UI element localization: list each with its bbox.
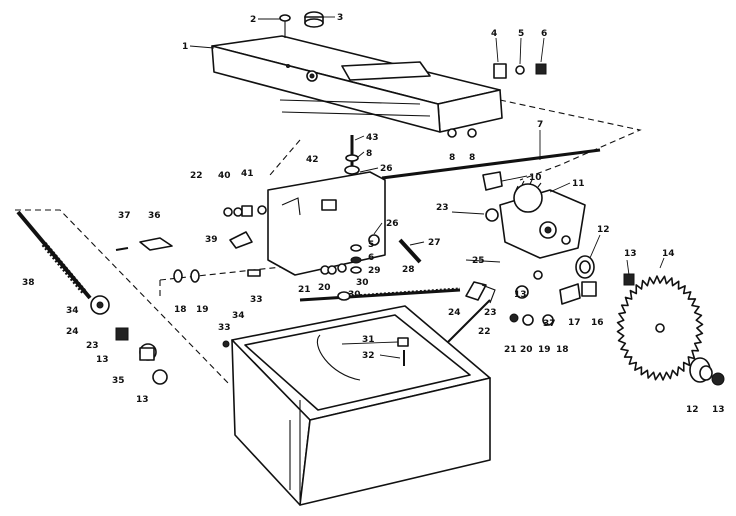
callout-36: 36 xyxy=(148,211,161,221)
mid-washers xyxy=(320,263,347,275)
screw xyxy=(115,247,129,251)
callout-37: 37 xyxy=(543,319,556,329)
handwheel-shaft xyxy=(16,210,157,361)
mount-screw xyxy=(397,337,409,347)
callout-labels: 1 2 3 4 5 6 7 8 8 43 8 26 42 10 11 22 40… xyxy=(22,13,725,415)
callout-6: 6 xyxy=(541,29,547,39)
bushing-left xyxy=(190,269,200,283)
callout-26: 26 xyxy=(386,219,399,229)
callout-18: 18 xyxy=(174,305,187,315)
small-block xyxy=(247,269,261,277)
blade-collar xyxy=(575,255,595,279)
callout-38: 38 xyxy=(22,278,35,288)
tilt-rod xyxy=(381,130,601,180)
callout-20: 20 xyxy=(318,283,331,293)
callout-30: 30 xyxy=(356,278,369,288)
callout-42: 42 xyxy=(306,155,319,165)
washer xyxy=(467,128,477,138)
callout-3: 3 xyxy=(337,13,343,23)
small-nut xyxy=(222,340,230,348)
pivot-pin xyxy=(398,238,422,264)
callout-2: 2 xyxy=(250,15,256,25)
callout-8: 8 xyxy=(469,153,475,163)
callout-27: 27 xyxy=(428,238,441,248)
bushing xyxy=(581,281,597,297)
callout-13: 13 xyxy=(712,405,725,415)
callout-5: 5 xyxy=(368,240,374,250)
callout-34: 34 xyxy=(232,311,245,321)
elevation-screw xyxy=(299,287,461,302)
callout-33: 33 xyxy=(218,323,231,333)
callout-35: 35 xyxy=(112,376,125,386)
callout-17: 17 xyxy=(568,318,581,328)
spring-clip xyxy=(139,237,173,251)
callout-13: 13 xyxy=(96,355,109,365)
callout-4: 4 xyxy=(491,29,497,39)
callout-28: 28 xyxy=(402,265,415,275)
rear-bracket xyxy=(493,37,547,79)
callout-41: 41 xyxy=(241,169,254,179)
callout-25: 25 xyxy=(472,256,485,266)
callout-14: 14 xyxy=(662,249,675,259)
callout-13: 13 xyxy=(136,395,149,405)
callout-24: 24 xyxy=(448,308,461,318)
callout-22: 22 xyxy=(190,171,203,181)
callout-1: 1 xyxy=(182,42,188,52)
callout-16: 16 xyxy=(591,318,604,328)
bushing-left xyxy=(173,269,183,283)
callout-5: 5 xyxy=(518,29,524,39)
spacer xyxy=(559,283,581,305)
callout-19: 19 xyxy=(538,345,551,355)
callout-43: 43 xyxy=(366,133,379,143)
callout-22: 22 xyxy=(478,327,491,337)
callout-23: 23 xyxy=(86,341,99,351)
cabinet-base xyxy=(231,305,491,506)
callout-40: 40 xyxy=(218,171,231,181)
callout-13: 13 xyxy=(514,290,527,300)
callout-34: 34 xyxy=(66,306,79,316)
callout-13: 13 xyxy=(624,249,637,259)
washer xyxy=(447,128,457,138)
insert-knob xyxy=(304,11,324,28)
callout-32: 32 xyxy=(362,351,375,361)
callout-12: 12 xyxy=(686,405,699,415)
outer-collar xyxy=(689,357,713,383)
center-washers xyxy=(350,244,362,274)
callout-23: 23 xyxy=(436,203,449,213)
callout-33: 33 xyxy=(250,295,263,305)
callout-29: 29 xyxy=(368,266,381,276)
callout-21: 21 xyxy=(298,285,311,295)
callout-10: 10 xyxy=(529,173,542,183)
callout-39: 39 xyxy=(205,235,218,245)
callout-23: 23 xyxy=(484,308,497,318)
table-top xyxy=(211,35,503,133)
callout-31: 31 xyxy=(362,335,375,345)
callout-21: 21 xyxy=(504,345,517,355)
arbor-nuts xyxy=(115,273,725,386)
callout-37: 37 xyxy=(118,211,131,221)
callout-19: 19 xyxy=(196,305,209,315)
arbor-gear-housing xyxy=(485,179,586,259)
handwheel-nut xyxy=(139,347,155,361)
lock-clip xyxy=(229,231,253,249)
callout-30: 30 xyxy=(348,290,361,300)
callout-20: 20 xyxy=(520,345,533,355)
callout-18: 18 xyxy=(556,345,569,355)
callout-11: 11 xyxy=(572,179,585,189)
callout-8: 8 xyxy=(366,149,372,159)
callout-12: 12 xyxy=(597,225,610,235)
callout-7: 7 xyxy=(537,120,543,130)
lock-block xyxy=(482,171,503,191)
top-screw xyxy=(279,14,291,38)
callout-24: 24 xyxy=(66,327,79,337)
callout-8: 8 xyxy=(449,153,455,163)
callout-6: 6 xyxy=(368,253,374,263)
saw-blade xyxy=(616,275,704,381)
callout-26: 26 xyxy=(380,164,393,174)
leader-lines xyxy=(189,16,665,359)
right-washer-stack xyxy=(509,270,554,326)
handle-bolt-set xyxy=(223,205,267,217)
